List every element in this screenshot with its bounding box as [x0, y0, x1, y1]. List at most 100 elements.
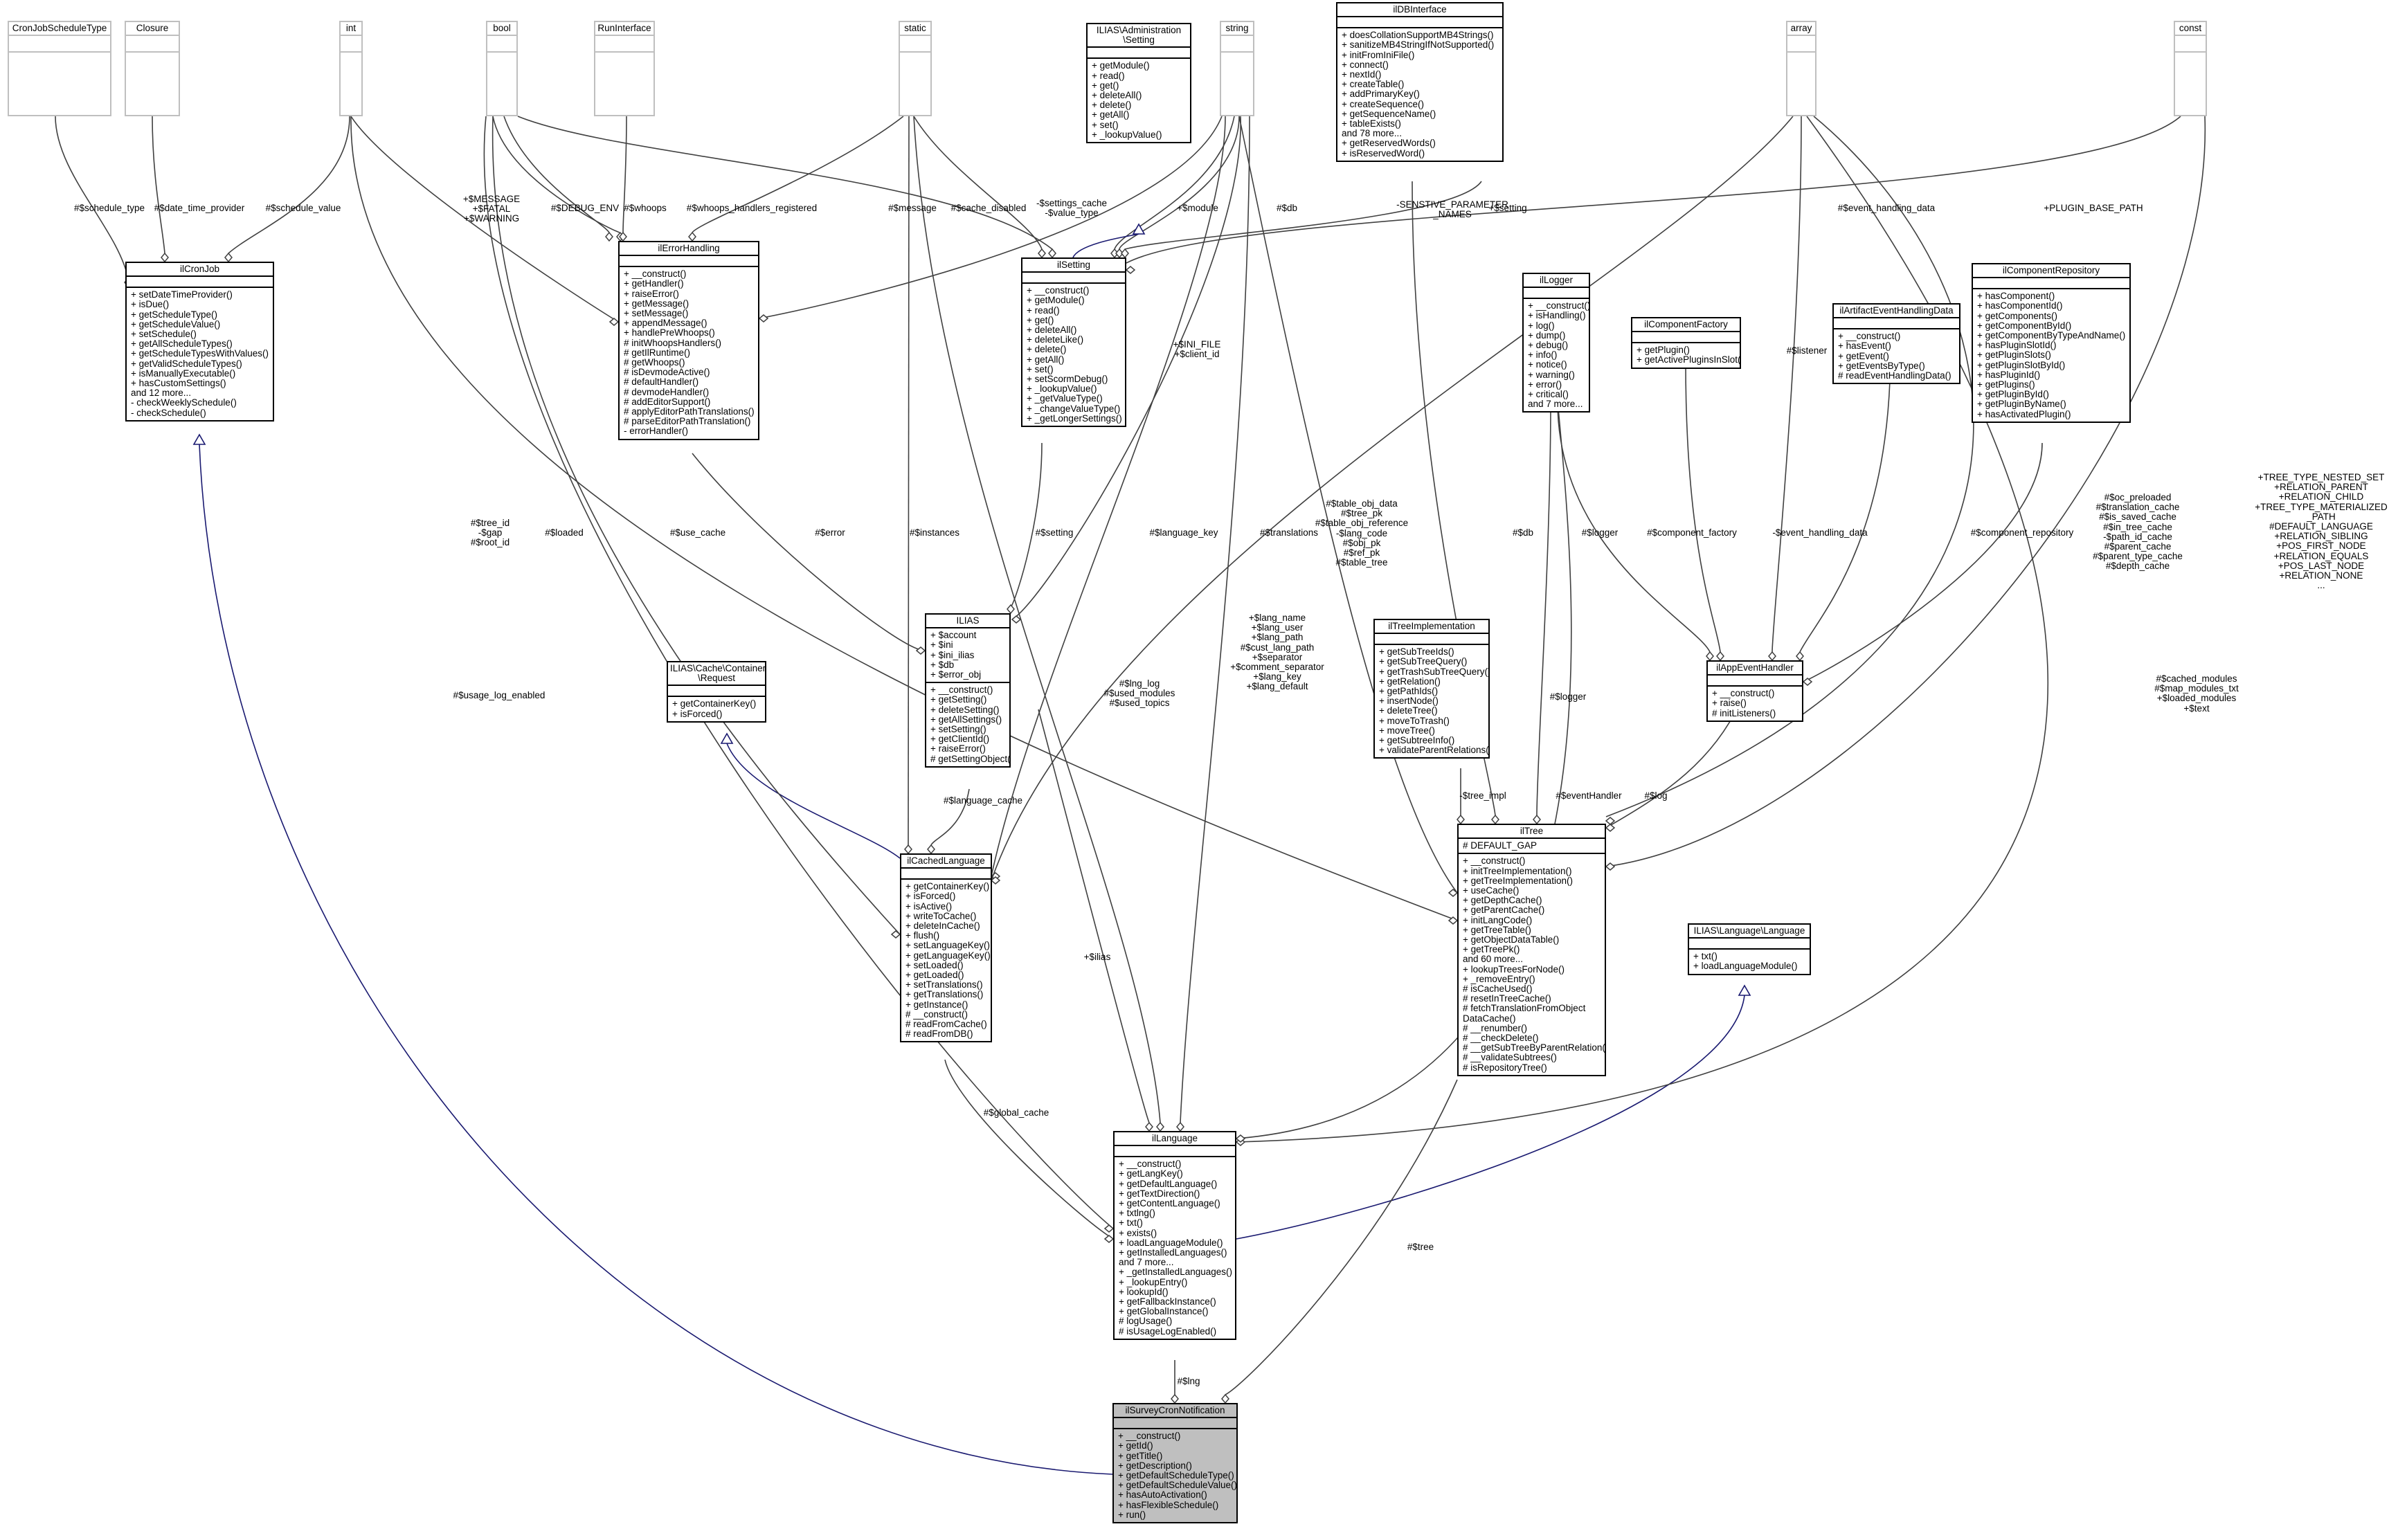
inheritance-arrow — [1132, 223, 1146, 235]
operation: # devmodeHandler() — [624, 386, 710, 397]
aggregation-diamond — [1121, 248, 1129, 259]
edge-label-line: #$db — [1276, 203, 1298, 213]
class-box-closure[interactable]: Closure — [125, 21, 180, 116]
attribute: + $ini_ilias — [930, 649, 975, 660]
attribute-section — [1632, 332, 1740, 344]
class-box-iltreeimplementation[interactable]: ilTreeImplementation+ getSubTreeIds()+ g… — [1373, 619, 1490, 759]
edge-label-line: +$MESSAGE — [462, 194, 521, 204]
edge-label: #$logger — [1550, 691, 1587, 702]
association-edge — [913, 116, 1043, 250]
class-name-line: Closure — [136, 23, 169, 33]
class-box-ilappeventhandler[interactable]: ilAppEventHandler+ __construct()+ raise(… — [1706, 660, 1803, 722]
class-box-illogger[interactable]: ilLogger+ __construct()+ isHandling()+ l… — [1522, 273, 1590, 413]
association-edge — [1772, 116, 1802, 653]
operation: + getSequenceName() — [1342, 108, 1436, 119]
attribute-section — [1022, 273, 1125, 284]
operation: - checkWeeklySchedule() — [131, 397, 237, 408]
operation: + setSchedule() — [131, 329, 197, 340]
operation: + getComponents() — [1977, 310, 2057, 321]
operation: # getIlRuntime() — [624, 347, 691, 358]
edge-label: #$logger — [1582, 527, 1619, 538]
class-box-ilcachedlanguage[interactable]: ilCachedLanguage + getContainerKey()+ isF… — [900, 853, 992, 1043]
operation: + getMessage() — [624, 298, 689, 309]
operation-section: + getContainerKey()+ isForced()+ isActiv… — [901, 880, 991, 1041]
edge-label: #$cached_modules#$map_modules_txt+$loade… — [2154, 673, 2239, 714]
association-edge — [692, 453, 926, 651]
operation: + moveToTrash() — [1379, 715, 1450, 726]
edge-label-line: #$message — [888, 203, 937, 213]
class-box-ilcronjob[interactable]: ilCronJob+ setDateTimeProvider()+ isDue(… — [125, 262, 274, 422]
aggregation-diamond — [1171, 1393, 1179, 1404]
class-box-string[interactable]: string — [1220, 21, 1254, 116]
aggregation-diamond — [904, 844, 912, 855]
attribute-section: + $account+ $ini+ $ini_ilias+ $db+ $erro… — [926, 628, 1009, 684]
class-box-runinterface[interactable]: RunInterface — [594, 21, 655, 116]
edge-label-line: +RELATION_PARENT — [2274, 482, 2368, 493]
aggregation-diamond — [890, 930, 901, 939]
edge-label: #$error — [815, 527, 845, 538]
edge-label-line: +PLUGIN_BASE_PATH — [2044, 203, 2143, 213]
edge-label-line: #$schedule_value — [265, 203, 341, 213]
operation: + getValidScheduleTypes() — [131, 358, 242, 369]
operation: + _getInstalledLanguages() — [1119, 1267, 1232, 1278]
edge-label-line: +$lang_name — [1248, 613, 1306, 623]
class-box-illanguage[interactable]: ilLanguage+ __construct()+ getLangKey()+… — [1113, 1131, 1236, 1340]
edge-label-line: ... — [2317, 580, 2325, 591]
class-box-static[interactable]: static — [899, 21, 932, 116]
class-name: ILIAS\Cache\Container\Request — [668, 662, 765, 687]
class-box-array[interactable]: array — [1786, 21, 1816, 116]
edge-label: +$lang_name+$lang_user+$lang_path#$cust_… — [1230, 613, 1324, 692]
class-box-iltree[interactable]: ilTree# DEFAULT_GAP+ __construct()+ init… — [1457, 824, 1606, 1076]
class-name-line: const — [2179, 23, 2202, 33]
class-name: CronJobScheduleType — [9, 22, 110, 37]
association-edge — [1799, 380, 1891, 653]
attribute-section — [487, 36, 516, 53]
class-box-ilcomponentfactory[interactable]: ilComponentFactory+ getPlugin()+ getActi… — [1631, 317, 1741, 369]
class-box-ilsurveycronnotification[interactable]: ilSurveyCronNotification+ __construct()+… — [1112, 1403, 1238, 1524]
aggregation-diamond — [1768, 651, 1776, 662]
operation: + getFallbackInstance() — [1119, 1296, 1216, 1307]
operation: + getContainerKey() — [672, 698, 757, 709]
operation: + raiseError() — [624, 288, 679, 299]
class-box-const[interactable]: const — [2174, 21, 2207, 116]
inheritance-arrow — [1738, 984, 1751, 996]
class-box-ilartifacteventhandlingdata[interactable]: ilArtifactEventHandlingData+ __construct… — [1832, 303, 1960, 385]
attribute-section — [1834, 318, 1959, 330]
operation: + getParentCache() — [1463, 905, 1545, 916]
class-box-language[interactable]: ILIAS\Language\Language+ txt()+ loadLang… — [1688, 923, 1811, 975]
class-box-bool[interactable]: bool — [486, 21, 518, 116]
class-box-request[interactable]: ILIAS\Cache\Container\Request + getContai… — [667, 661, 766, 723]
operation: + isForced() — [905, 891, 956, 902]
attribute-section — [9, 36, 110, 53]
edge-label: #$loaded — [545, 527, 584, 538]
edge-label-line: #$is_saved_cache — [2099, 511, 2176, 523]
class-box-ilsetting[interactable]: ilSetting+ __construct()+ getModule()+ r… — [1021, 257, 1126, 428]
edge-label-line: +$text — [2183, 703, 2210, 714]
edge-label-line: #$tree — [1407, 1242, 1434, 1252]
class-box-cronjobscheduletype[interactable]: CronJobScheduleType — [8, 21, 111, 116]
class-box-int[interactable]: int — [339, 21, 363, 116]
operation: + getRelation() — [1379, 676, 1441, 687]
operation: + isDue() — [131, 299, 170, 310]
aggregation-diamond — [224, 252, 233, 263]
edge-label-line: #$error — [815, 527, 845, 538]
edge-label-line: #$cache_disabled — [950, 203, 1027, 213]
edge-label-line: #$parent_type_cache — [2093, 551, 2183, 562]
association-edge — [517, 116, 1053, 250]
class-box-ilerrorhandling[interactable]: ilErrorHandling+ __construct()+ getHandl… — [618, 241, 759, 440]
operation: + getAll() — [1027, 354, 1065, 365]
class-box-ildbinterface[interactable]: ilDBInterface+ doesCollationSupportMB4St… — [1336, 2, 1504, 162]
class-name-line: ILIAS\Administration — [1096, 25, 1182, 35]
operation: + hasPluginId() — [1977, 369, 2041, 380]
class-name: ilCachedLanguage — [901, 855, 991, 869]
operation: + lookupId() — [1119, 1286, 1169, 1297]
attribute: + $db — [930, 659, 955, 670]
association-edge — [1010, 442, 1043, 608]
operation-section — [341, 53, 361, 80]
class-box-ilias[interactable]: ILIAS+ $account+ $ini+ $ini_ilias+ $db+ … — [925, 613, 1011, 768]
class-box-setting[interactable]: ILIAS\Administration\Setting+ getModule(… — [1086, 23, 1191, 144]
class-box-ilcomponentrepository[interactable]: ilComponentRepository+ hasComponent()+ h… — [1972, 263, 2131, 423]
class-name: static — [900, 22, 930, 37]
aggregation-diamond — [1103, 1235, 1115, 1243]
operation-section: + __construct()+ getSetting()+ deleteSet… — [926, 683, 1009, 766]
